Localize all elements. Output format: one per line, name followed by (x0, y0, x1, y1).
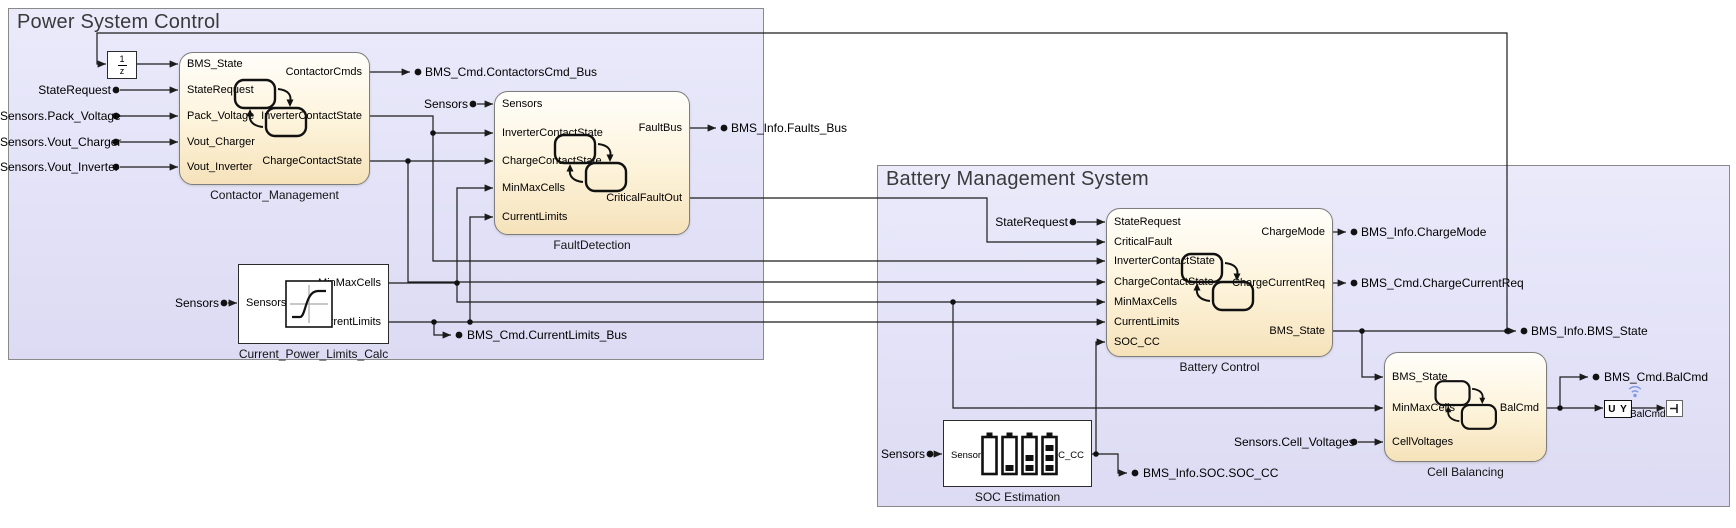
wire-chargecontactstate[interactable] (368, 160, 1105, 286)
port-label: StateRequest (187, 84, 254, 96)
port-label: CurrentLimits (502, 211, 568, 223)
wire-invertercontactstate[interactable] (368, 115, 1105, 265)
stateflow-chart-icon (233, 78, 308, 138)
port-label: MinMaxCells (318, 277, 381, 289)
port-label: StateRequest (1114, 216, 1181, 228)
wire-currentlimits-bus[interactable] (433, 322, 451, 339)
stateflow-chart-icon (1434, 380, 1498, 430)
port-label: Sensors (951, 450, 986, 461)
source-label-sensors-fd[interactable]: Sensors (423, 97, 468, 111)
fraction-bar (117, 64, 127, 66)
area-title-power-system-control: Power System Control (17, 11, 220, 33)
block-caption: Cell Balancing (1427, 465, 1504, 479)
port-label: CurrentLimits (1114, 316, 1180, 328)
block-caption: SOC Estimation (974, 490, 1061, 504)
wire-soc-cc-info[interactable] (1090, 453, 1127, 477)
port-label: InverterContactState (261, 110, 362, 122)
wire-bms-state-to-cell-balancing[interactable] (1361, 331, 1383, 381)
port-label: Vout_Charger (187, 136, 255, 148)
source-label-pack-voltage[interactable]: Sensors.Pack_Voltage (0, 109, 121, 123)
port-label: ChargeContactState (1114, 276, 1214, 288)
port-label: Sensors (246, 297, 287, 309)
signal-conversion-block[interactable]: U Y (1604, 400, 1632, 418)
unit-delay-numerator: 1 (119, 53, 125, 64)
port-label: BMS_State (1269, 325, 1325, 337)
terminator-block[interactable] (1666, 400, 1683, 417)
block-caption: Current_Power_Limits_Calc (238, 347, 389, 361)
port-label: Vout_Inverter (187, 161, 253, 173)
port-label: ContactorCmds (285, 66, 362, 78)
subsystem-fault-detection[interactable]: Sensors InverterContactState ChargeConta… (494, 91, 690, 252)
wire-balcmd-bus[interactable] (1559, 373, 1588, 408)
signal-conversion-label: U Y (1608, 403, 1628, 415)
saturation-icon (285, 280, 333, 328)
port-label: BMS_State (1392, 371, 1448, 383)
subsystem-soc-estimation[interactable]: Sensors SOC_CC SOC Estimation (943, 420, 1092, 504)
source-label-sensors-cplc[interactable]: Sensors (174, 296, 219, 310)
port-label: BMS_State (187, 58, 243, 70)
port-label: ChargeMode (1261, 226, 1325, 238)
stateflow-chart-icon (1180, 252, 1255, 312)
unit-delay-denominator: z (119, 65, 125, 76)
block-caption: Contactor_Management (210, 188, 339, 202)
source-label-sensors-soc[interactable]: Sensors (880, 447, 925, 461)
subsystem-battery-control[interactable]: StateRequest CriticalFault InverterConta… (1106, 208, 1333, 374)
wire-minmaxcells-cb[interactable] (952, 302, 1383, 412)
wire-soc-cc-bc[interactable] (1095, 338, 1105, 454)
port-label: SOC_CC (1114, 336, 1160, 348)
port-label: CriticalFaultOut (606, 192, 682, 204)
port-label: FaultBus (638, 122, 682, 134)
subsystem-cell-balancing[interactable]: BMS_State MinMaxCells CellVoltages BalCm… (1384, 352, 1547, 479)
source-label-staterequest[interactable]: StateRequest (38, 83, 111, 97)
source-label-staterequest-bms[interactable]: StateRequest (995, 215, 1068, 229)
wire-currentlimits-fd[interactable] (469, 213, 493, 322)
wire-bms-state-feedback[interactable] (96, 32, 1508, 331)
wireless-logging-icon (1628, 386, 1642, 398)
area-title-battery-management-system: Battery Management System (886, 168, 1149, 190)
source-label-cell-voltages[interactable]: Sensors.Cell_Voltages (1234, 435, 1355, 449)
sink-label-bal-cmd[interactable]: BMS_Cmd.BalCmd (1604, 370, 1709, 384)
sink-label-bms-state[interactable]: BMS_Info.BMS_State (1531, 324, 1648, 338)
source-label-vout-inverter[interactable]: Sensors.Vout_Inverter (0, 160, 119, 174)
wire-criticalfault[interactable] (688, 197, 1105, 246)
port-label: ChargeContactState (262, 155, 362, 167)
subsystem-current-power-limits-calc[interactable]: Sensors MinMaxCells CurrentLimits Curren… (238, 264, 389, 361)
port-label: InverterContactState (1114, 255, 1215, 267)
port-label: SOC_CC (1044, 450, 1084, 461)
balcmd-signal-label: BalCmd (1630, 409, 1666, 420)
subsystem-contactor-management[interactable]: BMS_State StateRequest Pack_Voltage Vout… (179, 52, 370, 202)
terminator-icon (1670, 404, 1678, 413)
sink-label-soc-cc[interactable]: BMS_Info.SOC.SOC_CC (1143, 466, 1279, 480)
battery-soc-icon (981, 432, 1058, 476)
unit-delay-block[interactable]: 1 z (107, 51, 137, 79)
stateflow-chart-icon (553, 133, 628, 193)
port-label: CriticalFault (1114, 236, 1173, 248)
sink-label-contactors-cmd-bus[interactable]: BMS_Cmd.ContactorsCmd_Bus (425, 65, 598, 79)
wire-minmaxcells-bc[interactable] (456, 283, 1105, 306)
sink-label-charge-current-req[interactable]: BMS_Cmd.ChargeCurrentReq (1361, 276, 1524, 290)
port-label: ChargeCurrentReq (1232, 277, 1325, 289)
wire-minmaxcells-fd[interactable] (456, 184, 493, 283)
sink-label-current-limits-bus[interactable]: BMS_Cmd.CurrentLimits_Bus (467, 328, 628, 342)
port-label: CellVoltages (1392, 436, 1454, 448)
source-label-vout-charger[interactable]: Sensors.Vout_Charger (0, 135, 122, 149)
port-label: BalCmd (1499, 402, 1539, 414)
port-label: Pack_Voltage (187, 110, 255, 122)
junction-and-terminal-dots (112, 68, 1600, 477)
port-label: MinMaxCells (502, 182, 565, 194)
port-label: MinMaxCells (1114, 296, 1177, 308)
block-caption: FaultDetection (553, 238, 631, 252)
port-label: Sensors (502, 98, 543, 110)
sink-label-charge-mode[interactable]: BMS_Info.ChargeMode (1361, 225, 1487, 239)
block-caption: Battery Control (1179, 360, 1260, 374)
sink-label-faults-bus[interactable]: BMS_Info.Faults_Bus (731, 121, 848, 135)
